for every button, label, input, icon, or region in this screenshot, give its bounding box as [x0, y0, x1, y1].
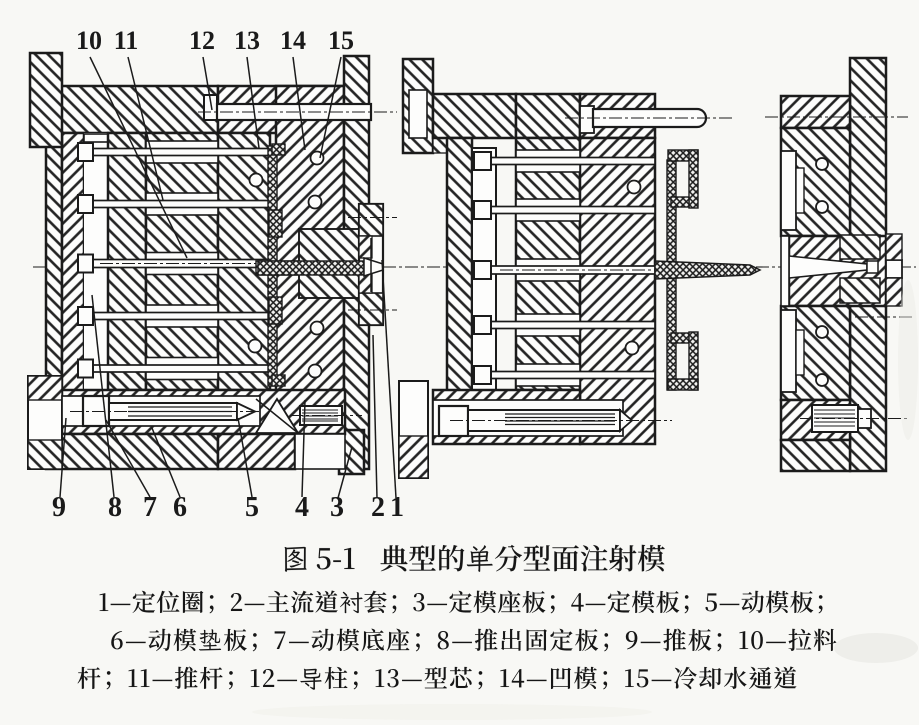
- svg-text:9: 9: [52, 492, 66, 523]
- svg-text:1: 1: [390, 492, 404, 523]
- svg-text:4: 4: [295, 492, 309, 523]
- svg-text:13: 13: [234, 26, 260, 55]
- svg-text:10: 10: [76, 26, 102, 55]
- svg-text:5: 5: [245, 492, 259, 523]
- svg-text:2: 2: [371, 492, 385, 523]
- svg-text:12: 12: [189, 26, 215, 55]
- svg-text:6: 6: [173, 492, 187, 523]
- svg-text:7: 7: [143, 492, 157, 523]
- svg-text:14: 14: [280, 26, 306, 55]
- svg-text:15: 15: [328, 26, 354, 55]
- svg-text:8: 8: [108, 492, 122, 523]
- svg-text:3: 3: [330, 492, 344, 523]
- svg-text:11: 11: [114, 26, 139, 55]
